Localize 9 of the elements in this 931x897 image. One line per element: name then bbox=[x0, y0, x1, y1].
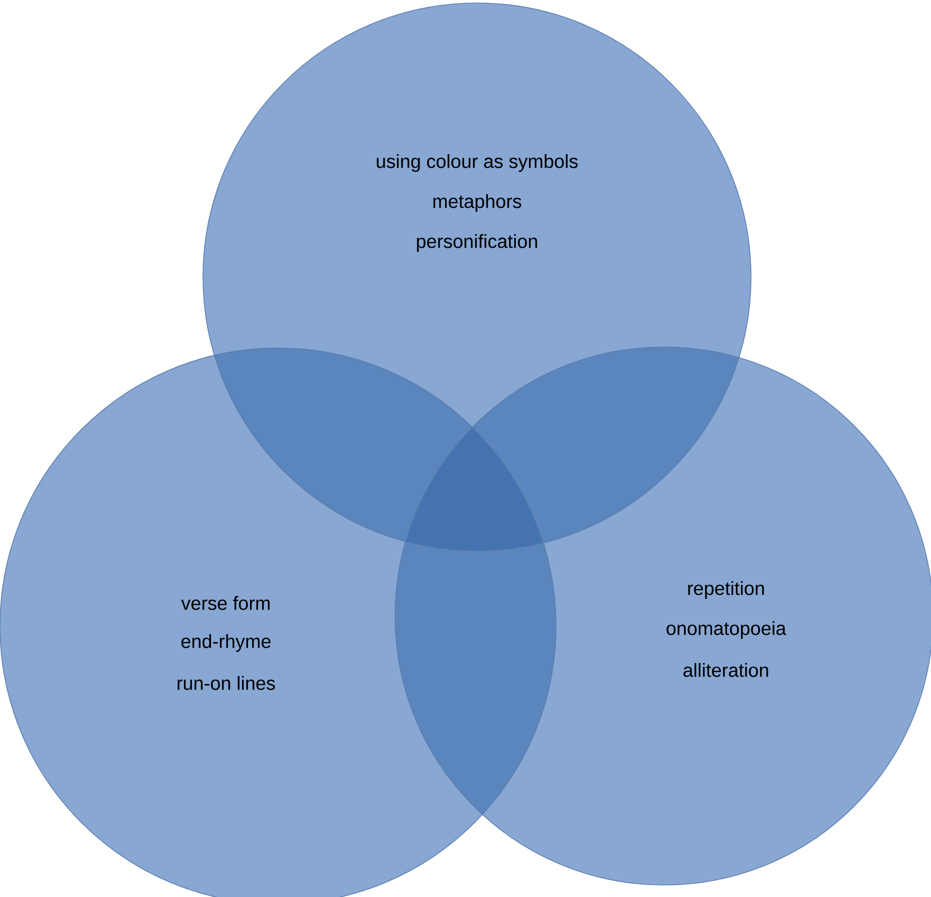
circle-label: alliteration bbox=[684, 663, 768, 677]
circle-label: personification bbox=[416, 234, 537, 252]
circle-label: end-rhyme bbox=[181, 634, 271, 652]
circle-label: repetition bbox=[688, 581, 764, 599]
circle-label: metaphors bbox=[433, 194, 522, 212]
circle-label: run-on lines bbox=[178, 676, 275, 690]
circle-label: onomatopoeia bbox=[666, 621, 786, 639]
circle-label: verse form bbox=[181, 596, 270, 610]
circle-label: using colour as symbols bbox=[376, 154, 578, 172]
